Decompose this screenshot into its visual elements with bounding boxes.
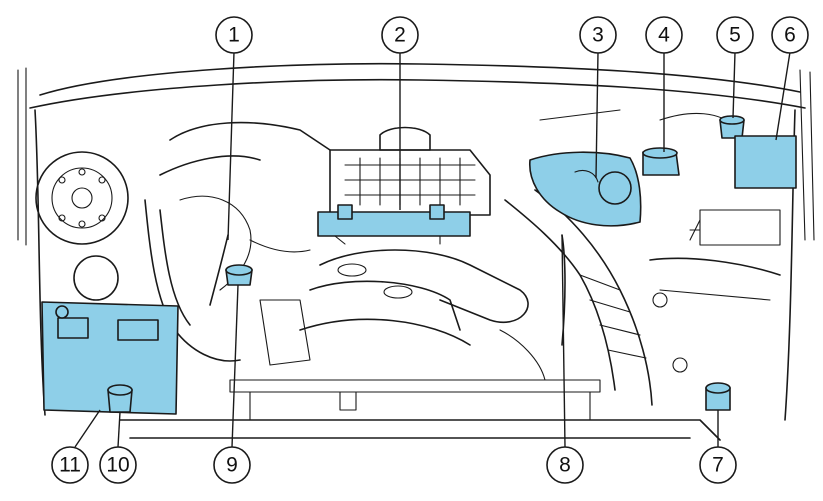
leader-lines bbox=[74, 51, 791, 448]
strut-tower-left bbox=[35, 151, 129, 301]
highlighted-components bbox=[41, 115, 797, 415]
component-6-control-box bbox=[734, 135, 797, 189]
callout-9-label: 9 bbox=[226, 454, 238, 477]
callout-11: 11 bbox=[51, 446, 89, 484]
component-3-brake-reservoir bbox=[529, 151, 642, 227]
callout-6-label: 6 bbox=[784, 24, 796, 47]
callout-7-label: 7 bbox=[712, 454, 724, 477]
callout-3-label: 3 bbox=[592, 24, 604, 47]
callout-1: 1 bbox=[215, 16, 253, 54]
engine-block bbox=[144, 109, 781, 406]
callout-3: 3 bbox=[579, 16, 617, 54]
callout-8-label: 8 bbox=[559, 454, 571, 477]
callout-1-label: 1 bbox=[228, 24, 240, 47]
callout-4: 4 bbox=[645, 16, 683, 54]
callout-9: 9 bbox=[213, 446, 251, 484]
engine-bay-outline bbox=[17, 62, 815, 441]
callout-2-label: 2 bbox=[394, 24, 406, 47]
callout-7: 7 bbox=[699, 446, 737, 484]
callout-5: 5 bbox=[716, 16, 754, 54]
callout-2: 2 bbox=[381, 16, 419, 54]
callout-10: 10 bbox=[99, 446, 137, 484]
callout-8: 8 bbox=[546, 446, 584, 484]
callout-6: 6 bbox=[771, 16, 809, 54]
callout-10-label: 10 bbox=[106, 454, 129, 477]
callout-4-label: 4 bbox=[658, 24, 670, 47]
callout-11-label: 11 bbox=[59, 454, 81, 477]
callout-5-label: 5 bbox=[729, 24, 741, 47]
